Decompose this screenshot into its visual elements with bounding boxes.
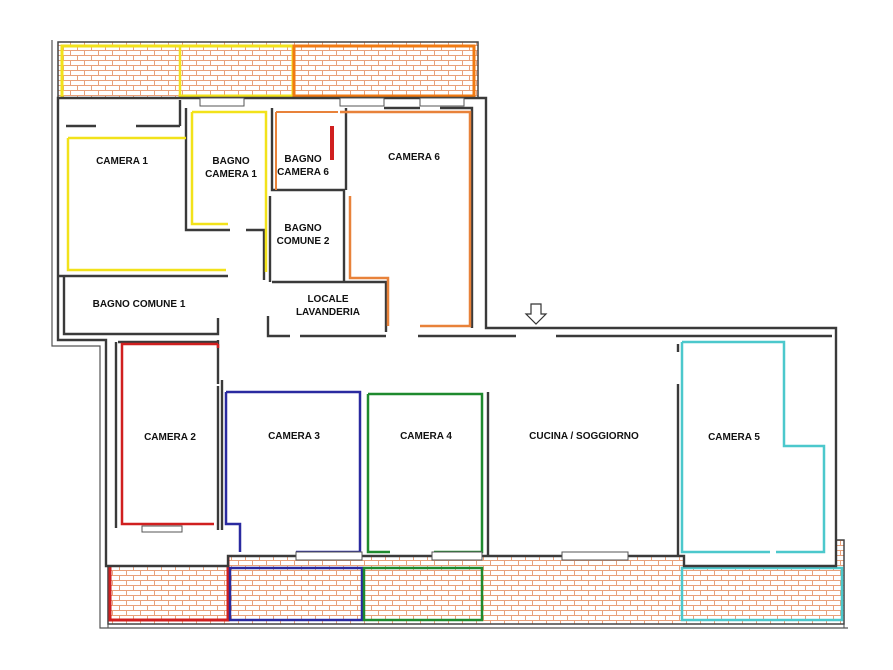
label-bagno-camera-6: BAGNO CAMERA 6 [277,154,329,178]
camera6-outline [340,110,472,328]
terrace-camera4-border [362,566,484,622]
label-camera-1: CAMERA 1 [96,156,148,167]
label-camera-4: CAMERA 4 [400,431,452,442]
camera2-outline [120,342,220,526]
label-bagno-comune-2: BAGNO COMUNE 2 [276,223,330,247]
bagno-camera6-outline [275,111,338,190]
terrace-camera5-border [680,566,844,622]
camera1-outline [66,136,226,272]
terrace-camera3-border [228,566,364,622]
bagno-camera1-outline [190,110,268,272]
label-camera-2: CAMERA 2 [144,432,196,443]
label-camera-6: CAMERA 6 [388,152,440,163]
apartment-outline [56,96,838,568]
windows [141,97,629,561]
label-camera-5: CAMERA 5 [708,432,760,443]
label-bagno-comune-1: BAGNO COMUNE 1 [92,299,186,310]
label-bagno-camera-1: BAGNO CAMERA 1 [205,156,257,180]
terrace-camera6-border [292,44,476,98]
label-camera-3: CAMERA 3 [268,431,320,442]
camera5-outline [680,340,826,554]
label-locale-lavanderia: LOCALE LAVANDERIA [295,294,361,318]
down-arrow-icon [524,303,548,325]
label-cucina-soggiorno: CUCINA / SOGGIORNO [529,431,639,442]
room-outlines [66,110,826,554]
